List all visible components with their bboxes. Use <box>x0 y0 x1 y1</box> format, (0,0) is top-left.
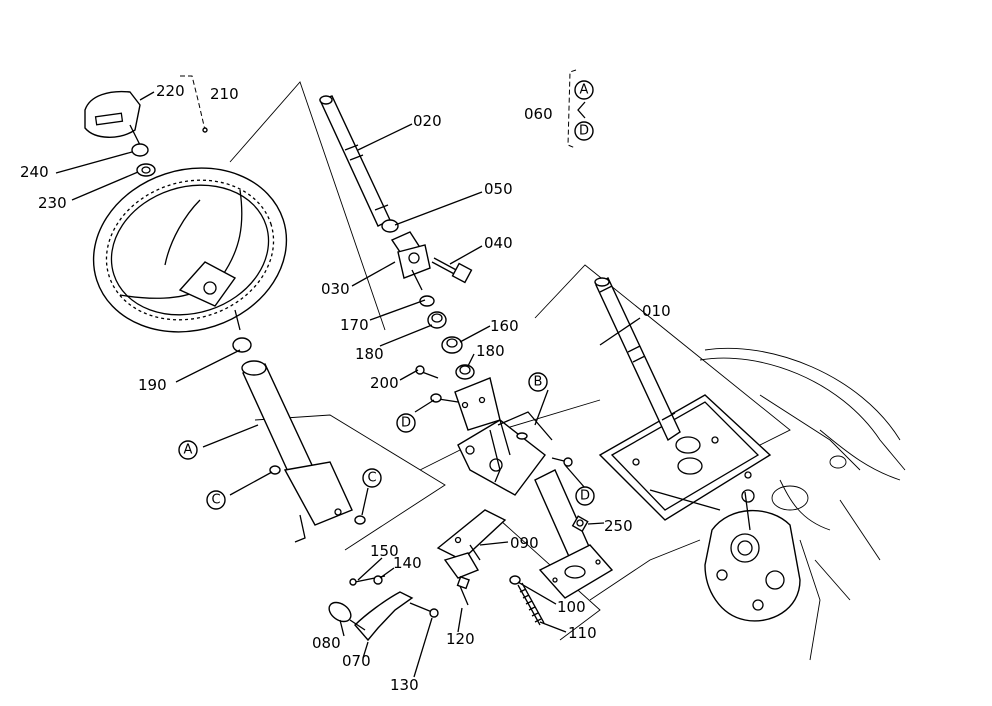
group-bracket-060 <box>567 69 577 149</box>
label-020: 020 <box>413 112 442 130</box>
ring-170 <box>419 295 435 307</box>
center-cap-220 <box>84 90 141 138</box>
ref-d-legend: D <box>574 121 594 141</box>
shaft-020 <box>319 95 391 227</box>
label-250: 250 <box>604 517 633 535</box>
label-090: 090 <box>510 534 539 552</box>
bolt-040 <box>431 257 473 284</box>
label-160: 160 <box>490 317 519 335</box>
label-110: 110 <box>568 624 597 642</box>
label-100: 100 <box>557 598 586 616</box>
tilt-lever <box>328 575 439 642</box>
leader-lines <box>55 91 641 678</box>
plate-090 <box>436 509 507 579</box>
steering-gearbox <box>704 489 801 622</box>
ref-d-upper: D <box>396 413 416 433</box>
svg-text:C: C <box>367 471 376 486</box>
svg-text:D: D <box>579 124 589 139</box>
center-bracket <box>454 377 573 496</box>
ref-a-lower: A <box>178 440 198 460</box>
lower-column <box>534 469 614 599</box>
washer-050 <box>381 219 399 233</box>
ref-c-right: C <box>362 468 382 488</box>
label-050: 050 <box>484 180 513 198</box>
bolt-200 <box>415 365 439 379</box>
steering-wheel <box>92 167 288 333</box>
steering-column <box>232 337 366 543</box>
nut-240 <box>131 143 149 157</box>
label-170: 170 <box>340 316 369 334</box>
label-200: 200 <box>370 374 399 392</box>
universal-joint-030 <box>390 231 431 291</box>
label-010: 010 <box>642 302 671 320</box>
bolt-120 <box>456 575 470 606</box>
label-240: 240 <box>20 163 49 181</box>
label-040: 040 <box>484 234 513 252</box>
group-bracket-210 <box>180 75 206 131</box>
svg-text:B: B <box>534 375 543 390</box>
svg-text:A: A <box>580 83 589 98</box>
svg-text:C: C <box>211 493 220 508</box>
spring-110 <box>517 582 545 626</box>
part-labels: 010 020 030 040 050 060 070 080 090 100 … <box>20 82 671 694</box>
washer-230 <box>136 163 156 177</box>
label-080: 080 <box>312 634 341 652</box>
label-180-lower: 180 <box>476 342 505 360</box>
tractor-body <box>699 347 906 661</box>
ref-b: B <box>528 372 548 392</box>
frame-outlines <box>229 81 791 641</box>
nut-250 <box>571 515 589 533</box>
label-180-upper: 180 <box>355 345 384 363</box>
label-190: 190 <box>138 376 167 394</box>
label-120: 120 <box>446 630 475 648</box>
label-150: 150 <box>370 542 399 560</box>
ref-c-left: C <box>206 490 226 510</box>
svg-text:D: D <box>401 416 411 431</box>
label-060: 060 <box>524 105 553 123</box>
bushing-180-lower <box>455 364 475 380</box>
ref-d-lower: D <box>575 486 595 506</box>
label-220: 220 <box>156 82 185 100</box>
label-130: 130 <box>390 676 419 694</box>
svg-text:D: D <box>580 489 590 504</box>
label-140: 140 <box>393 554 422 572</box>
reference-markers: A D B D A C C D <box>178 80 595 510</box>
label-030: 030 <box>321 280 350 298</box>
rod-100-end <box>509 575 521 585</box>
bushing-190 <box>232 337 252 353</box>
label-210: 210 <box>210 85 239 103</box>
ref-a-legend: A <box>574 80 594 100</box>
column-010 <box>594 277 681 442</box>
knob-080 <box>328 601 352 623</box>
label-070: 070 <box>342 652 371 670</box>
label-230: 230 <box>38 194 67 212</box>
svg-text:A: A <box>184 443 193 458</box>
